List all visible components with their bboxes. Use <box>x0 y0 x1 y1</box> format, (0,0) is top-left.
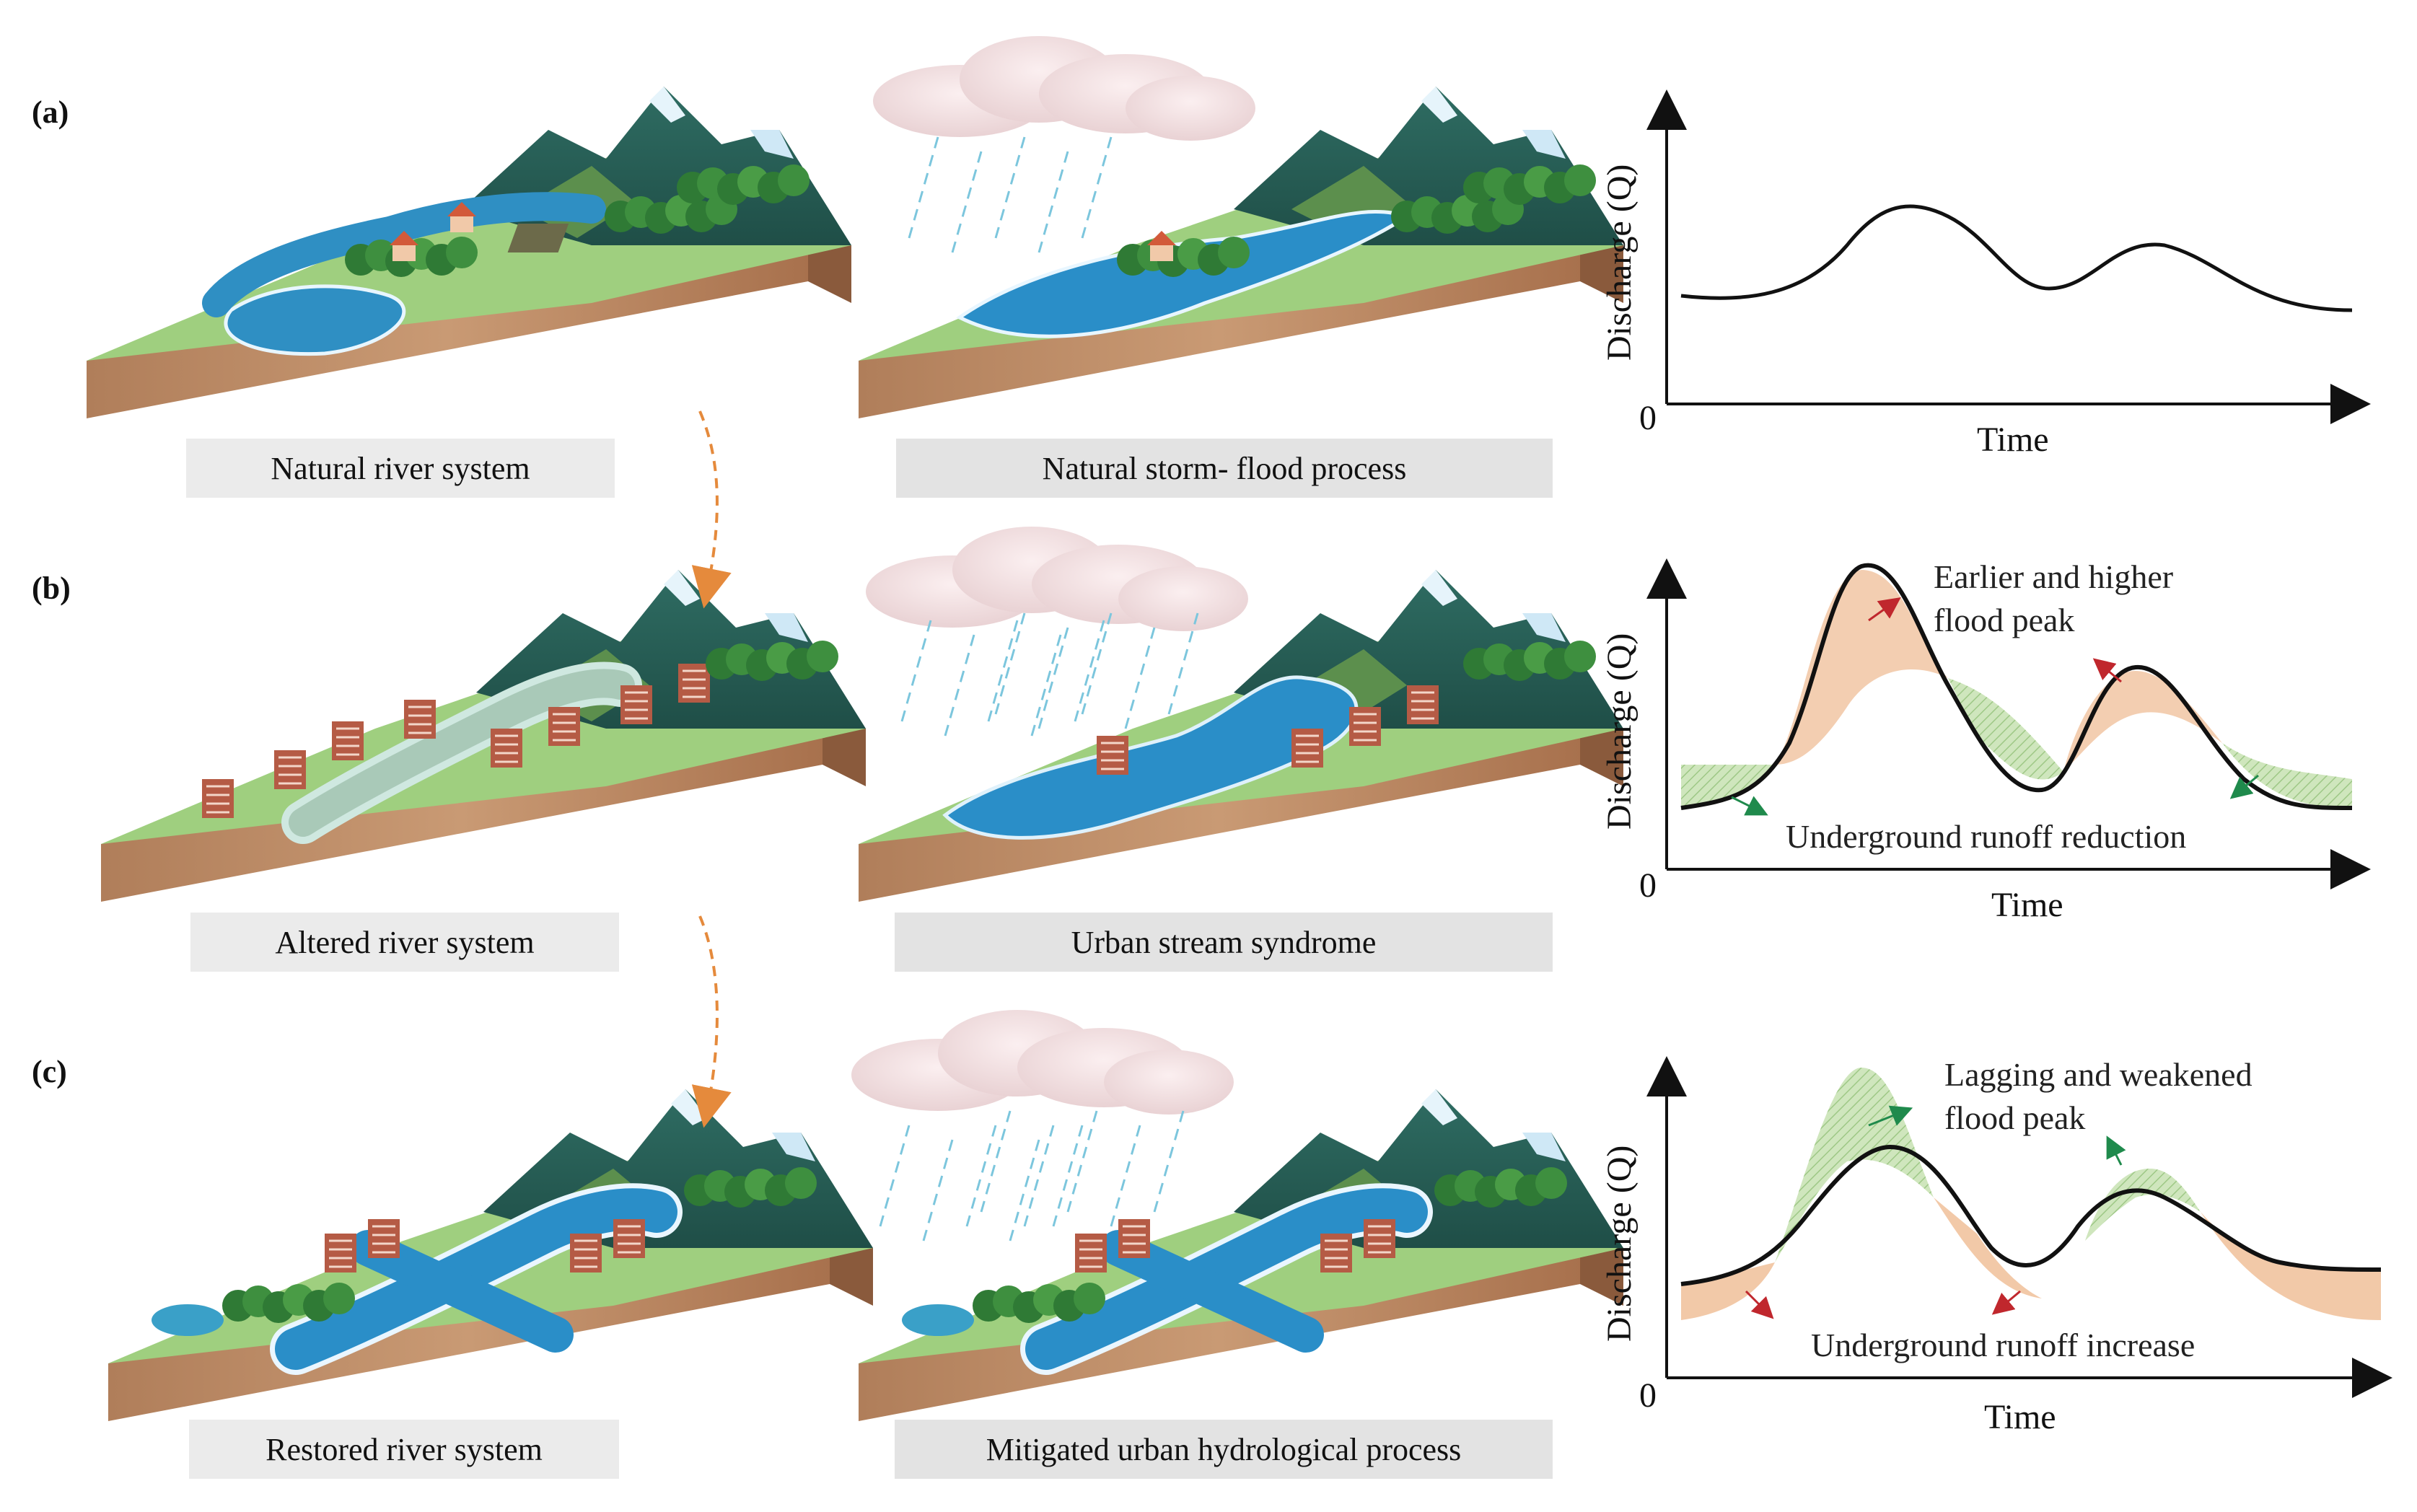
discharge-curve <box>1680 204 2353 312</box>
panel-label-a: (a) <box>32 94 69 130</box>
annotation-runoff-reduction: Underground runoff reduction <box>1786 818 2186 855</box>
y-axis-label: Discharge (Q) <box>1600 164 1639 361</box>
x-axis-label: Time <box>1984 1398 2056 1436</box>
natural-storm-landscape <box>859 87 1623 418</box>
origin-label: 0 <box>1639 866 1657 905</box>
panel-label-b: (b) <box>32 571 71 606</box>
excess-runoff-area <box>1775 570 1948 765</box>
x-axis-label: Time <box>1991 886 2063 924</box>
y-axis-label: Discharge (Q) <box>1600 1146 1639 1342</box>
natural-river-landscape <box>87 87 851 418</box>
annotation-earlier-higher-1: Earlier and higher <box>1934 558 2173 595</box>
origin-label: 0 <box>1639 399 1657 437</box>
caption-restored-river-system: Restored river system <box>189 1420 619 1479</box>
cloud-icon <box>873 36 1255 141</box>
origin-label: 0 <box>1639 1376 1657 1415</box>
panel-label-c: (c) <box>32 1054 67 1089</box>
restored-river-landscape <box>108 1089 873 1421</box>
x-axis-label: Time <box>1977 421 2049 459</box>
annotation-runoff-increase: Underground runoff increase <box>1811 1327 2195 1363</box>
connector-arrow-b-c <box>691 915 732 1128</box>
baseflow-gain-area <box>1681 1262 1775 1320</box>
connector-arrow-a-b <box>691 410 732 609</box>
caption-natural-storm-flood: Natural storm- flood process <box>896 439 1553 498</box>
rain-icon <box>908 136 1113 254</box>
cloud-icon <box>866 527 1248 631</box>
mitigated-urban-landscape <box>859 1089 1623 1421</box>
caption-natural-river-system: Natural river system <box>186 439 615 498</box>
rain-icon <box>900 619 1105 737</box>
urban-stream-landscape <box>859 570 1623 902</box>
rain-icon <box>879 1124 1084 1242</box>
discharge-curve <box>1680 1144 2382 1286</box>
annotation-earlier-higher-2: flood peak <box>1934 602 2074 638</box>
baseflow-loss-area <box>1681 765 1775 808</box>
cloud-icon <box>851 1010 1234 1115</box>
discharge-curve <box>1680 563 2353 810</box>
caption-altered-river-system: Altered river system <box>190 913 619 972</box>
altered-river-landscape <box>101 570 866 902</box>
annotation-lagging-weakened-2: flood peak <box>1944 1099 2085 1136</box>
caption-mitigated-urban-process: Mitigated urban hydrological process <box>895 1420 1553 1479</box>
hydrograph-c: Discharge (Q) Time 0 Lagging and weakene… <box>1600 1056 2392 1436</box>
annotation-lagging-weakened-1: Lagging and weakened <box>1944 1056 2252 1093</box>
hydrograph-b: Discharge (Q) Time 0 Earlier and higher … <box>1600 558 2371 924</box>
y-axis-label: Discharge (Q) <box>1600 633 1639 830</box>
caption-urban-stream-syndrome: Urban stream syndrome <box>895 913 1553 972</box>
hydrograph-a: Discharge (Q) Time 0 <box>1600 89 2371 459</box>
